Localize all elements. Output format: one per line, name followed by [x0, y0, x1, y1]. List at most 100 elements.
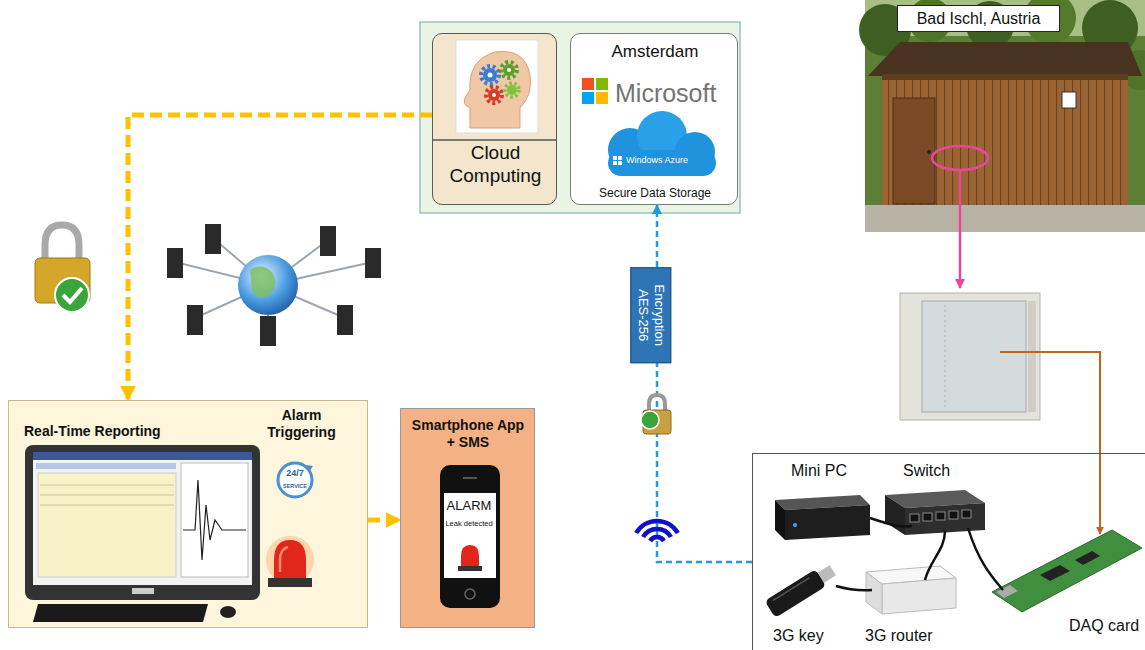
divider-line: [432, 139, 557, 141]
hardware-parts: [962, 510, 971, 518]
monitor: [220, 606, 236, 618]
hardware-box: Mini PC Switch 3G key3G router DAQ card: [752, 453, 1145, 650]
monitor: [33, 452, 252, 460]
brain-icon: [464, 51, 530, 128]
node-text: Microsoft: [615, 78, 733, 108]
box-fill: [400, 408, 535, 628]
monitor: [40, 505, 174, 506]
smartphone: [440, 465, 500, 608]
box-fill: [432, 33, 557, 205]
hardware-parts: [885, 495, 905, 535]
monitor: [33, 604, 208, 622]
node-text: Leak detected: [444, 519, 494, 528]
site-photo: [882, 74, 1128, 80]
icon-text: 24/7: [280, 469, 310, 479]
location-marker: [932, 146, 988, 170]
hardware-parts: [836, 586, 872, 590]
monitor: [38, 473, 176, 577]
security-padlock: [45, 225, 79, 262]
hardware-parts: [910, 514, 919, 522]
service-box: Cloud Computing: [432, 33, 557, 205]
azure-cloud: [613, 156, 617, 160]
hardware-parts: [936, 512, 945, 520]
location-box: Bad Ischl, Austria: [897, 5, 1060, 32]
icon-text: SERVICE: [278, 483, 312, 489]
cabinet: [900, 293, 1040, 420]
site-photo: [897, 5, 1060, 32]
node-text: 3G key: [773, 626, 863, 645]
hardware-parts: [992, 530, 1142, 612]
alarm-siren: [274, 540, 306, 578]
wireless-symbol: [636, 521, 678, 541]
hardware-parts: [905, 503, 985, 535]
hardware-parts: [793, 523, 797, 527]
server-network: [320, 226, 336, 256]
node-text: Bad Ischl, Austria: [898, 9, 1059, 28]
cloud-panel: [420, 22, 740, 213]
azure-cloud: [608, 150, 716, 176]
security-padlock: [55, 278, 89, 312]
node-text: ALARM: [444, 498, 494, 514]
edge-label: Encryption AES-256: [631, 267, 672, 363]
notification-panel: Smartphone App + SMS ALARM Leak detected: [400, 408, 535, 628]
server-network: [205, 224, 221, 254]
brain-icon: [507, 85, 517, 95]
hardware-parts: [866, 572, 882, 614]
microsoft-logo: [582, 78, 608, 104]
alarm-siren: [280, 547, 288, 572]
hardware-parts: [1075, 551, 1100, 565]
reporting-panel: Real-Time ReportingAlarm Triggering: [8, 400, 368, 628]
monitor: [40, 485, 174, 505]
cabinet: [922, 301, 1026, 412]
node-text: Smartphone App + SMS: [409, 417, 527, 451]
smartphone: [465, 589, 475, 599]
alert-arrow: [368, 518, 400, 523]
monitor: [36, 463, 176, 469]
hardware-parts: [949, 511, 958, 519]
alarm-siren: [266, 536, 314, 587]
alarm-siren: [268, 578, 312, 587]
smartphone: [461, 545, 479, 566]
monitor: [25, 445, 260, 600]
cloud-panel: [420, 22, 740, 213]
location-marker: [932, 146, 988, 288]
service-icon: [306, 465, 313, 472]
azure-cloud: [613, 161, 617, 165]
site-photo: [927, 150, 931, 154]
signal-wire: [1000, 352, 1100, 534]
location-marker: [959, 171, 962, 288]
alarm-siren: [266, 536, 314, 584]
monitor: [132, 588, 154, 594]
site-photo: [859, 0, 1145, 232]
hardware-parts: [765, 562, 838, 618]
node-text: 3G router: [865, 626, 955, 645]
service-icon: [278, 463, 312, 497]
cabinet: [945, 305, 946, 408]
node-text: Mini PC: [791, 461, 881, 480]
brain-icon: [488, 73, 493, 78]
server-network: [167, 248, 183, 278]
cabinet: [1028, 301, 1036, 412]
node-text: Switch: [903, 461, 993, 480]
node-text: Cloud Computing: [433, 142, 558, 188]
brain-icon: [481, 66, 499, 84]
hardware-parts: [773, 578, 809, 601]
encryption-padlock: [649, 395, 665, 412]
site-photo: [1062, 92, 1076, 108]
node-text: DAQ card: [1069, 616, 1144, 635]
brain-icon: [483, 68, 497, 82]
microsoft-logo: [582, 78, 594, 90]
hardware-parts: [1040, 565, 1070, 581]
hardware-parts: [836, 518, 1003, 590]
brain-icon: [456, 40, 538, 133]
hardware-parts: [775, 500, 785, 540]
server-network: [187, 305, 203, 335]
service-icon: [278, 463, 313, 497]
brain-icon: [492, 93, 496, 97]
security-padlock: [63, 288, 82, 302]
box-fill: [570, 33, 738, 205]
cabinet: [900, 293, 1040, 420]
server-network: [365, 248, 381, 278]
node-text: Secure Data Storage: [571, 186, 739, 200]
